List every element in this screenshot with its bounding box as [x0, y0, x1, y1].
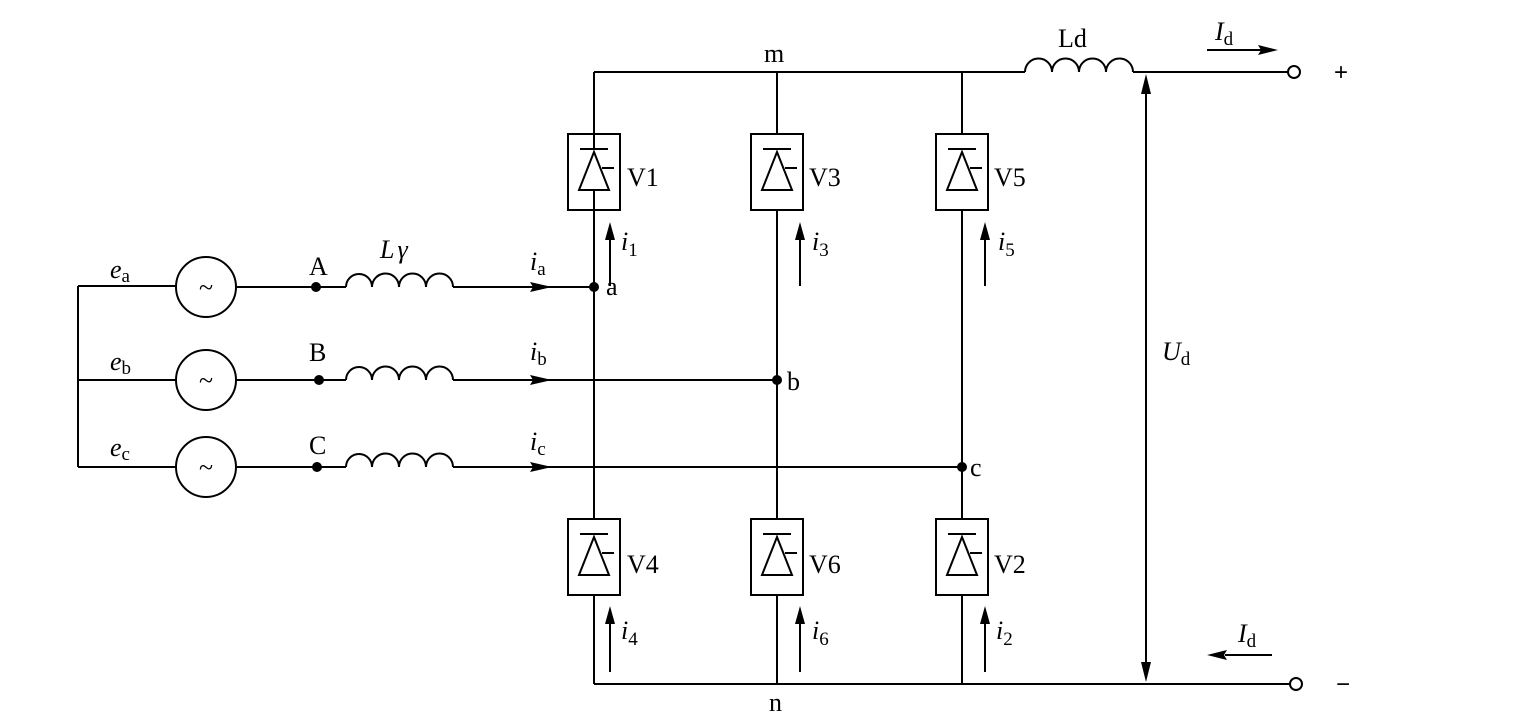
terminal-positive — [1287, 65, 1301, 79]
label-v2: V2 — [994, 550, 1026, 579]
label-node-n: n — [769, 688, 782, 717]
inductor-lc — [345, 452, 454, 468]
node-a-dot — [589, 282, 599, 292]
label-eb: eb — [110, 347, 131, 379]
label-ic: ic — [530, 427, 546, 460]
label-plus: + — [1334, 59, 1348, 86]
label-ia: ia — [530, 247, 546, 280]
ac-source-c: ~ — [175, 436, 237, 498]
sine-icon: ~ — [199, 366, 213, 395]
label-i4: i4 — [621, 616, 638, 650]
inductor-la — [345, 272, 454, 288]
node-A-dot — [311, 282, 321, 292]
inductor-lb — [345, 365, 454, 381]
label-id-bottom: Id — [1237, 619, 1257, 652]
sine-icon: ~ — [199, 273, 213, 302]
branch-current-arrow-i2 — [980, 606, 990, 672]
branch-current-arrow-i3 — [795, 222, 805, 286]
node-B-dot — [314, 375, 324, 385]
arrow-ia — [530, 282, 552, 292]
ac-source-a: ~ — [175, 256, 237, 318]
inductor-ld — [1024, 57, 1134, 73]
branch-current-arrow-i1 — [605, 222, 615, 286]
arrow-ic — [530, 462, 552, 472]
label-B: B — [309, 338, 326, 367]
label-v3: V3 — [809, 163, 841, 192]
label-i6: i6 — [812, 616, 829, 650]
ac-source-b: ~ — [175, 349, 237, 411]
thyristor-v3 — [750, 133, 804, 211]
dc-voltage-arrow — [1141, 74, 1151, 682]
thyristor-v6 — [750, 518, 804, 596]
terminal-negative — [1289, 677, 1303, 691]
thyristor-v4 — [567, 518, 621, 596]
thyristor-v2 — [935, 518, 989, 596]
label-v4: V4 — [627, 550, 659, 579]
node-c-dot — [957, 462, 967, 472]
label-i2: i2 — [996, 616, 1013, 650]
label-node-m: m — [764, 39, 784, 68]
label-node-a: a — [606, 272, 618, 301]
thyristor-v1 — [567, 133, 621, 211]
dc-current-arrow-bottom — [1207, 650, 1272, 660]
label-ea: ea — [110, 255, 131, 287]
branch-current-arrow-i5 — [980, 222, 990, 286]
node-C-dot — [312, 462, 322, 472]
label-A: A — [309, 252, 328, 281]
label-ec: ec — [110, 433, 130, 465]
label-i5: i5 — [998, 227, 1015, 261]
label-v1: V1 — [627, 163, 659, 192]
arrow-ib — [530, 375, 552, 385]
dc-current-arrow-top — [1207, 45, 1278, 55]
label-ib: ib — [530, 337, 547, 370]
sine-icon: ~ — [199, 453, 213, 482]
label-C: C — [309, 431, 326, 460]
branch-current-arrow-i6 — [795, 606, 805, 672]
thyristor-v5 — [935, 133, 989, 211]
node-b-dot — [772, 375, 782, 385]
label-id-top: Id — [1214, 17, 1234, 50]
label-i3: i3 — [812, 227, 829, 261]
label-v5: V5 — [994, 163, 1026, 192]
label-i1: i1 — [621, 227, 638, 261]
label-node-b: b — [787, 367, 800, 396]
label-node-c: c — [970, 453, 982, 482]
label-minus: − — [1336, 671, 1350, 698]
label-v6: V6 — [809, 550, 841, 579]
label-ud: Ud — [1162, 337, 1191, 370]
label-ld: Ld — [1058, 24, 1087, 53]
branch-current-arrow-i4 — [605, 606, 615, 672]
